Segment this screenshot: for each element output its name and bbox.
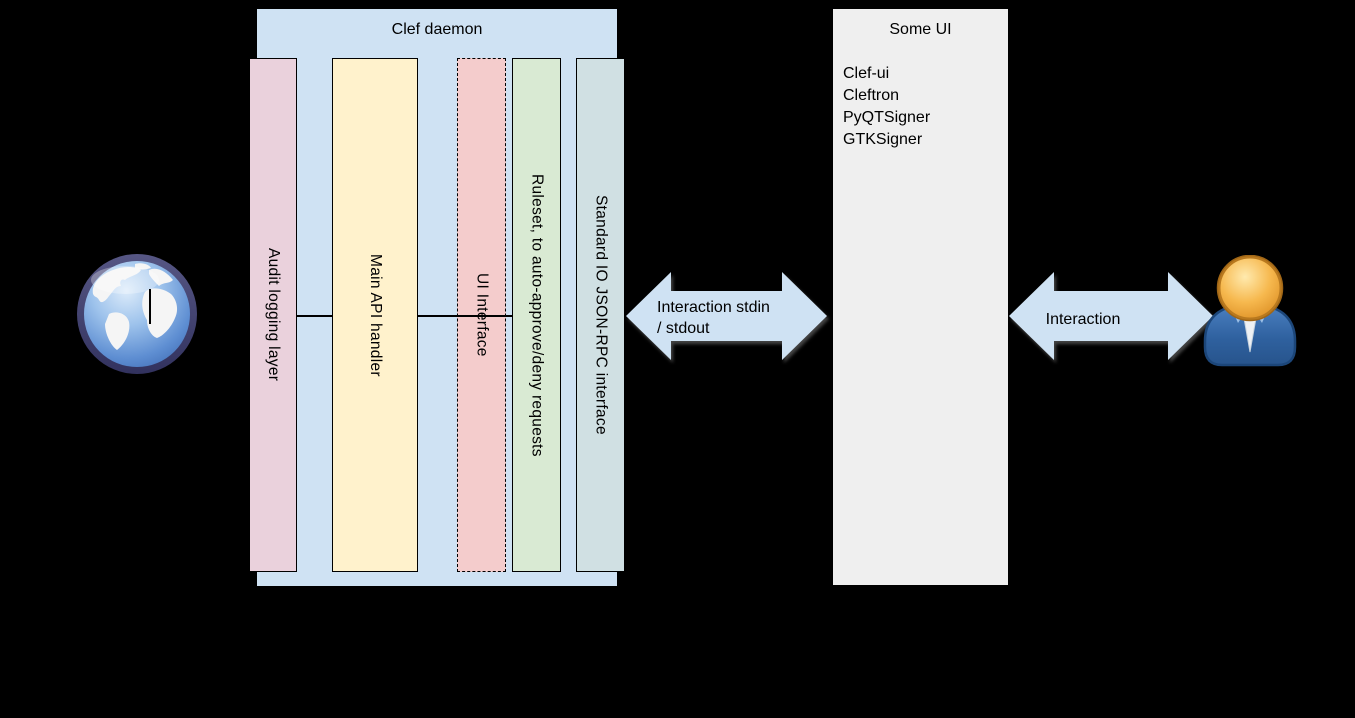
- layer-main-api-handler-label: Main API handler: [367, 253, 384, 377]
- double-arrow-shape: [626, 272, 827, 360]
- connector-line: [418, 315, 513, 317]
- user-icon: [1203, 255, 1297, 367]
- stdin-stdout-arrow: [626, 272, 827, 360]
- list-item: Cleftron: [843, 87, 900, 104]
- layer-main-api-handler: Main API handler: [332, 58, 418, 572]
- some-ui-list: Clef-ui Cleftron PyQTSigner GTKSigner: [843, 63, 1003, 151]
- interaction-arrow-label: Interaction: [1045, 311, 1121, 328]
- double-arrow-shape: [1009, 272, 1213, 360]
- arrow-label-line1: Interaction stdin: [657, 299, 770, 316]
- clef-daemon-container: [256, 8, 618, 587]
- some-ui-box: [833, 9, 1008, 585]
- globe-icon: [77, 254, 197, 374]
- layer-stdio-jsonrpc: Standard IO JSON-RPC interface: [576, 58, 625, 572]
- clef-daemon-title: Clef daemon: [391, 21, 483, 38]
- layer-audit-logging: Audit logging layer: [249, 58, 297, 572]
- layer-stdio-jsonrpc-label: Standard IO JSON-RPC interface: [592, 195, 610, 435]
- arrow-label-line2: / stdout: [657, 320, 710, 337]
- globe-connector-line: [149, 289, 151, 324]
- list-item: PyQTSigner: [843, 109, 931, 126]
- list-item: GTKSigner: [843, 131, 923, 148]
- interaction-arrow: [1009, 272, 1213, 360]
- layer-ruleset-label: Ruleset, to auto-approve/deny requests: [528, 173, 546, 457]
- layer-audit-logging-label: Audit logging layer: [265, 248, 282, 382]
- layer-ruleset: Ruleset, to auto-approve/deny requests: [512, 58, 561, 572]
- some-ui-title: Some UI: [889, 21, 952, 38]
- connector-line: [297, 315, 333, 317]
- list-item: Clef-ui: [843, 65, 890, 82]
- stdin-stdout-arrow-label: Interaction stdin / stdout: [657, 297, 817, 339]
